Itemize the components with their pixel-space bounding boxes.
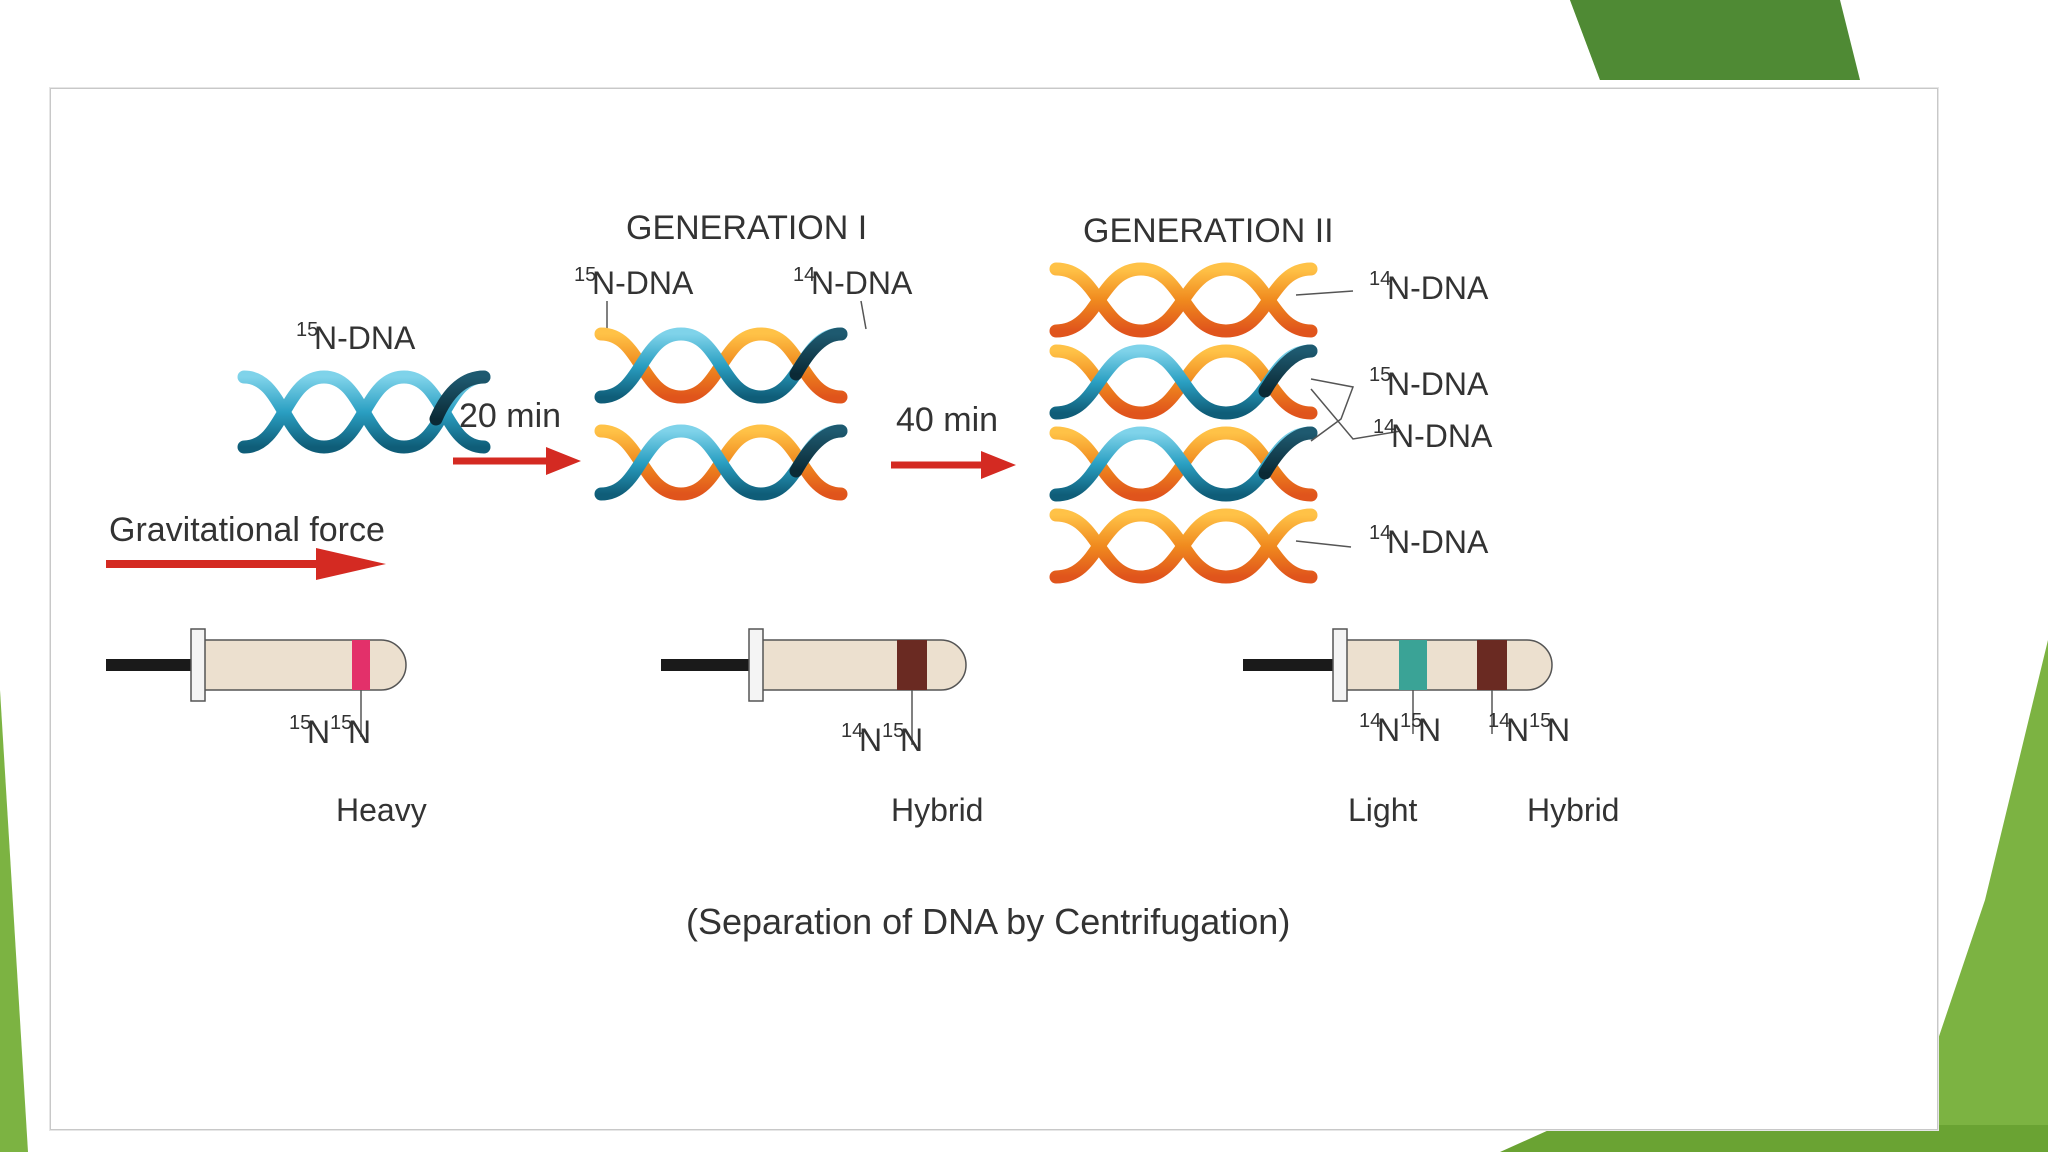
arrow-20min <box>453 447 581 475</box>
tube3a-mass1: 14 <box>1359 710 1381 732</box>
parent-dna-helix <box>237 370 491 454</box>
figure-caption: (Separation of DNA by Centrifugation) <box>686 901 1290 942</box>
green-bottom-strip <box>1500 1125 2048 1152</box>
gen1-right-leader <box>860 300 867 330</box>
tube2-mass2: 15 <box>882 720 904 742</box>
tube3b-n1: N <box>1506 712 1529 748</box>
tube-hybrid <box>661 628 967 745</box>
diagram-frame: 15 N-DNA 20 min 40 min Gravitational for… <box>50 88 1938 1130</box>
dark-green-band <box>1570 0 1860 80</box>
gen2-title: GENERATION II <box>1083 212 1334 250</box>
gravity-label: Gravitational force <box>109 511 385 549</box>
gen1-left-label: N-DNA <box>592 265 694 301</box>
tube1-n1: N <box>307 714 330 750</box>
band-hybrid-gen2 <box>1477 640 1507 690</box>
tube3-hybrid-label: Hybrid <box>1527 792 1619 828</box>
tube2-n1: N <box>859 722 882 758</box>
gen1-right-mass: 14 <box>793 264 815 286</box>
band-heavy <box>352 640 370 690</box>
gen2-label-2: N-DNA <box>1387 366 1489 402</box>
gen1-helix-2 <box>594 424 848 501</box>
gen2-helix-3 <box>1049 426 1318 502</box>
tube3b-mass1: 14 <box>1488 710 1510 732</box>
tube-heavy <box>106 628 407 737</box>
gen2-label-1: N-DNA <box>1387 270 1489 306</box>
centrifugation-diagram: 15 N-DNA 20 min 40 min Gravitational for… <box>106 209 1619 942</box>
gen2-helix-4 <box>1049 508 1318 584</box>
gen1-left-mass: 15 <box>574 264 596 286</box>
green-corner-top-right <box>1570 0 2048 1152</box>
tube2-mass1: 14 <box>841 720 863 742</box>
gravity-arrow <box>106 548 386 580</box>
gen2-label-4-mass: 14 <box>1369 522 1391 544</box>
gen2-label-3: N-DNA <box>1391 418 1493 454</box>
gen1-helix-1 <box>594 327 848 404</box>
tube-gen2 <box>1243 628 1553 734</box>
tube2-label: Hybrid <box>891 792 983 828</box>
gen2-label-3-mass: 14 <box>1373 416 1395 438</box>
gen2-label-2-mass: 15 <box>1369 364 1391 386</box>
tube1-mass1: 15 <box>289 712 311 734</box>
tube1-label: Heavy <box>336 792 427 828</box>
gen2-helix-1 <box>1049 262 1318 338</box>
tube1-mass2: 15 <box>330 712 352 734</box>
tube2-n2: N <box>900 722 923 758</box>
arrow-40min <box>891 451 1016 479</box>
gen2-label-1-mass: 14 <box>1369 268 1391 290</box>
band-light <box>1399 640 1427 690</box>
tube3-light-label: Light <box>1348 792 1418 828</box>
time-20min: 20 min <box>459 397 561 435</box>
gen2-helix-2 <box>1049 344 1318 420</box>
gen2-label-4: N-DNA <box>1387 524 1489 560</box>
tube3a-n1: N <box>1377 712 1400 748</box>
tube1-n2: N <box>348 714 371 750</box>
gen1-title: GENERATION I <box>626 209 867 247</box>
tube3a-mass2: 15 <box>1400 710 1422 732</box>
gen2-leaders <box>1295 290 1402 548</box>
parent-dna-mass: 15 <box>296 319 318 341</box>
tube3b-mass2: 15 <box>1529 710 1551 732</box>
gen1-right-label: N-DNA <box>811 265 913 301</box>
green-corner-bottom-left <box>0 690 28 1152</box>
parent-dna-label: N-DNA <box>314 320 416 356</box>
time-40min: 40 min <box>896 401 998 439</box>
band-hybrid-gen1 <box>897 640 927 690</box>
tube3b-n2: N <box>1547 712 1570 748</box>
tube3a-n2: N <box>1418 712 1441 748</box>
